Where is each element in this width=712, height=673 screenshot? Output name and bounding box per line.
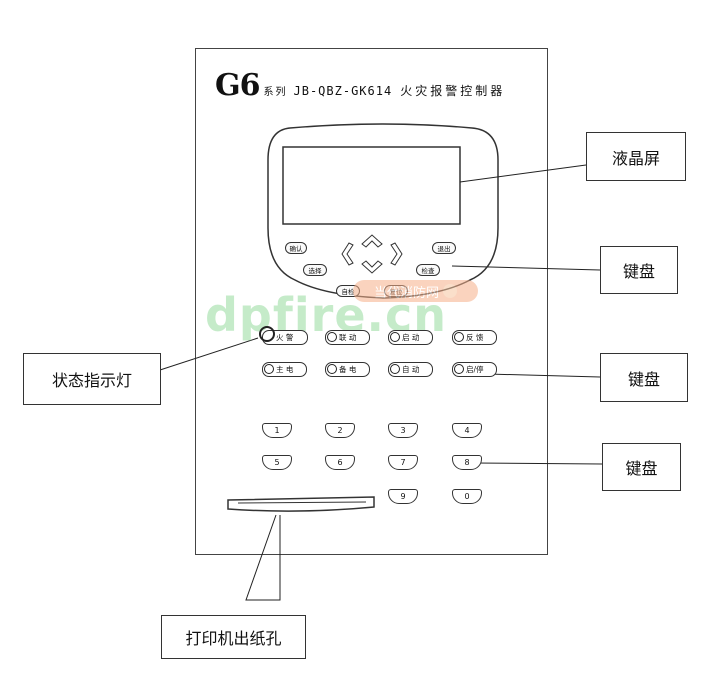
- number-key-9[interactable]: 9: [388, 489, 418, 504]
- status-key-feedback[interactable]: 反 馈: [452, 330, 497, 345]
- callout-keyboard-1: 键盘: [600, 246, 678, 294]
- status-key-linkage[interactable]: 联 动: [325, 330, 370, 345]
- status-key-main-power[interactable]: 主 电: [262, 362, 307, 377]
- title-g6: G6: [215, 68, 260, 103]
- leader-printer: [245, 514, 281, 601]
- lcd-screen: [282, 146, 461, 225]
- status-key-auto[interactable]: 自 动: [388, 362, 433, 377]
- right-arrow-icon: [390, 242, 403, 266]
- status-key-start-stop[interactable]: 启/停: [452, 362, 497, 377]
- down-arrow-icon: [361, 260, 383, 274]
- number-key-7[interactable]: 7: [388, 455, 418, 470]
- callout-keyboard-3: 键盘: [602, 443, 681, 491]
- confirm-key[interactable]: 确认: [285, 242, 307, 254]
- number-key-4[interactable]: 4: [452, 423, 482, 438]
- title-series: 系列: [263, 87, 288, 98]
- left-arrow-icon: [341, 242, 354, 266]
- callout-keyboard-2: 键盘: [600, 353, 688, 402]
- leader-keyboard1: [451, 265, 601, 271]
- number-key-2[interactable]: 2: [325, 423, 355, 438]
- number-key-3[interactable]: 3: [388, 423, 418, 438]
- led-icon: [327, 364, 337, 374]
- title-name: 火灾报警控制器: [400, 84, 506, 98]
- callout-lcd: 液晶屏: [586, 132, 686, 181]
- up-arrow-icon: [361, 234, 383, 248]
- led-icon: [264, 364, 274, 374]
- leader-status: [159, 337, 259, 371]
- select-key[interactable]: 选择: [303, 264, 327, 276]
- status-key-start[interactable]: 启 动: [388, 330, 433, 345]
- printer-slot: [227, 496, 375, 512]
- leader-lcd: [459, 164, 587, 183]
- number-key-8[interactable]: 8: [452, 455, 482, 470]
- status-key-backup-power[interactable]: 备 电: [325, 362, 370, 377]
- number-key-6[interactable]: 6: [325, 455, 355, 470]
- led-icon: [259, 326, 275, 342]
- title-model: JB-QBZ-GK614: [293, 84, 393, 98]
- cancel-key[interactable]: 退出: [432, 242, 456, 254]
- check-key[interactable]: 检查: [416, 264, 440, 276]
- badge-dot-icon: [443, 284, 457, 298]
- leader-keyboard3: [473, 462, 603, 465]
- status-key-fire[interactable]: 火 警: [259, 326, 308, 345]
- led-icon: [454, 364, 464, 374]
- callout-status-lights: 状态指示灯: [23, 353, 161, 405]
- number-key-5[interactable]: 5: [262, 455, 292, 470]
- led-icon: [327, 332, 337, 342]
- led-icon: [454, 332, 464, 342]
- number-key-0[interactable]: 0: [452, 489, 482, 504]
- leader-keyboard2: [486, 373, 601, 378]
- number-key-1[interactable]: 1: [262, 423, 292, 438]
- led-icon: [390, 364, 400, 374]
- led-icon: [390, 332, 400, 342]
- callout-printer: 打印机出纸孔: [161, 615, 306, 659]
- watermark-badge: 当代消防网: [353, 280, 478, 302]
